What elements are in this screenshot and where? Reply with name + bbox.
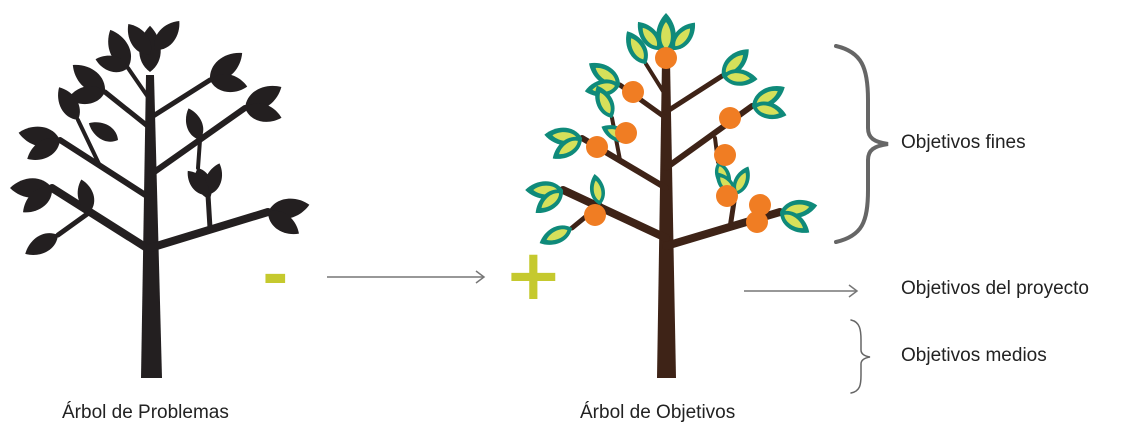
project-arrow <box>744 284 859 298</box>
problem-tree-trunk <box>141 75 162 378</box>
objetivos-fines-label: Objetivos fines <box>901 132 1026 153</box>
objective-tree-trunk <box>657 60 676 378</box>
objective-tree-fruits <box>584 47 771 233</box>
objective-tree <box>525 13 819 378</box>
problem-tree-label: Árbol de Problemas <box>62 402 229 423</box>
objetivos-proyecto-label: Objetivos del proyecto <box>901 278 1089 299</box>
minus-sign: - <box>262 239 289 313</box>
transform-arrow <box>327 270 486 284</box>
brace-fines <box>834 44 889 244</box>
objective-tree-label: Árbol de Objetivos <box>580 402 736 423</box>
problem-tree-branches <box>48 66 272 254</box>
problem-tree-leaves <box>10 15 312 262</box>
objetivos-medios-label: Objetivos medios <box>901 345 1047 366</box>
problem-tree <box>10 15 312 378</box>
brace-medios <box>850 319 871 394</box>
plus-sign: + <box>504 234 563 316</box>
